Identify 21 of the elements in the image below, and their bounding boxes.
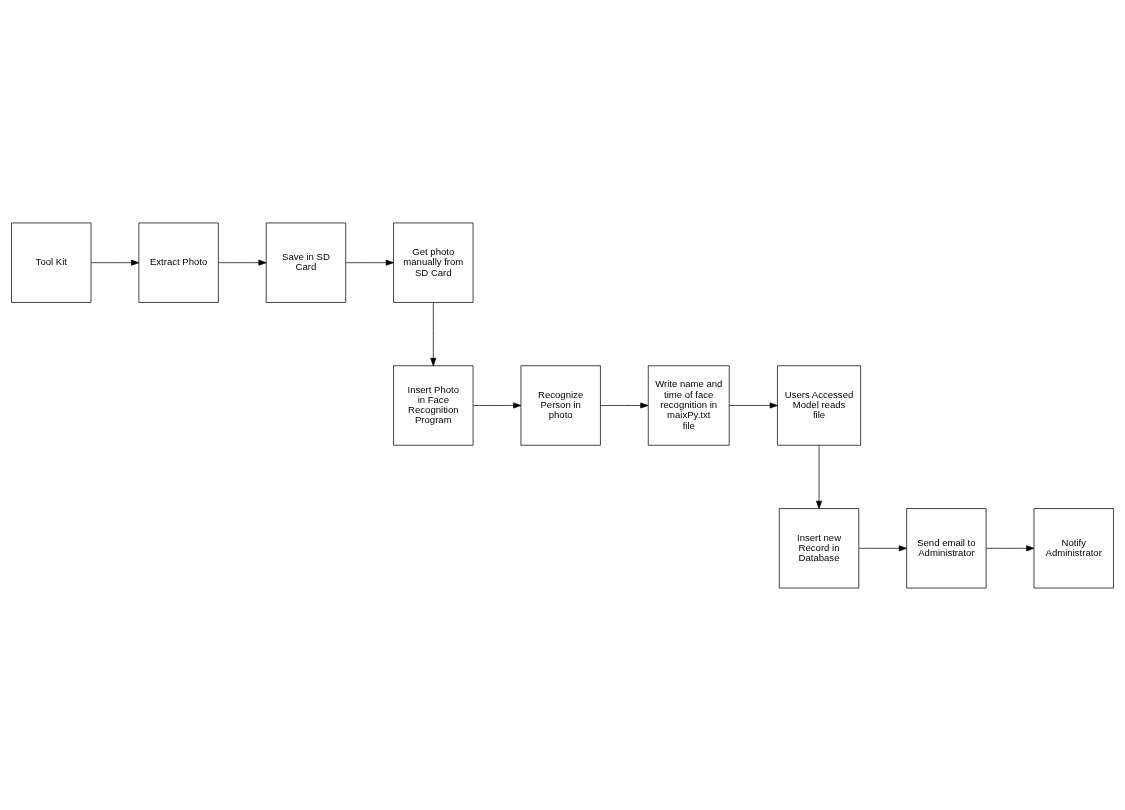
node-box: Send email to Administrator — [906, 507, 987, 588]
arrow — [600, 402, 649, 408]
arrow — [858, 544, 907, 551]
node-box: Write name and time of face recognition in maixPy.txt file — [647, 364, 730, 446]
arrow — [472, 402, 522, 408]
node-box: Recognize Person in photo — [520, 364, 601, 446]
node-box: Extract Photo — [138, 222, 219, 303]
arrow — [985, 544, 1035, 551]
node-box: Users Accessed Model reads file — [777, 364, 861, 446]
arrow — [90, 259, 140, 266]
node-box: Save in SD Card — [265, 222, 347, 303]
arrow — [728, 402, 778, 408]
node-box: Insert new Record in Database — [778, 507, 860, 588]
arrow — [218, 259, 267, 266]
arrow — [430, 301, 437, 366]
arrow — [816, 444, 822, 509]
node-box: Insert Photo in Face Recognition Program — [393, 364, 474, 446]
node-box: Get photo manually from SD Card — [393, 222, 474, 303]
arrow — [345, 259, 394, 266]
node-box: Tool Kit — [11, 222, 92, 303]
node-box: Notify Administrator — [1033, 507, 1114, 588]
